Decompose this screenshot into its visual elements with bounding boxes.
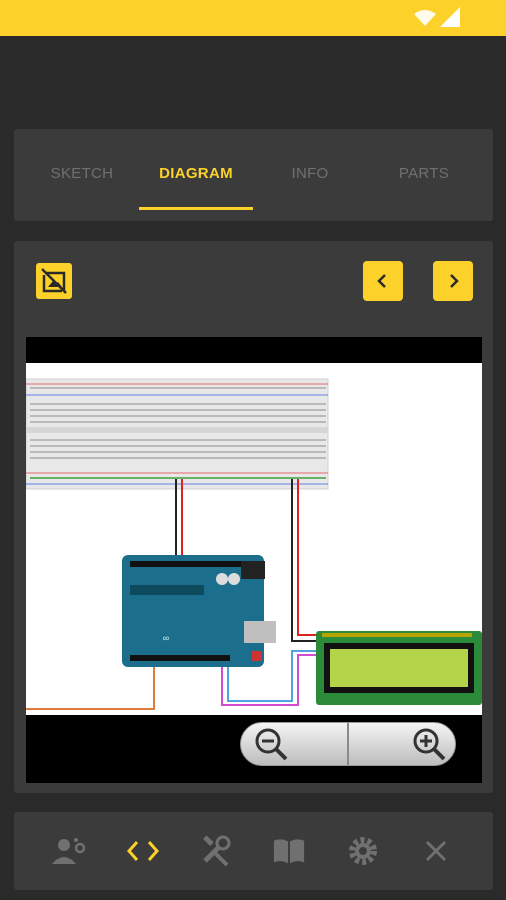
chevron-left-icon	[377, 274, 386, 288]
zoom-out-button[interactable]	[253, 726, 289, 762]
active-tab-indicator	[139, 207, 253, 210]
circuit-diagram-image: ∞	[26, 363, 482, 715]
tab-parts[interactable]: PARTS	[398, 165, 450, 182]
hide-image-button[interactable]	[36, 263, 72, 299]
wifi-icon	[414, 10, 436, 26]
svg-text:∞: ∞	[163, 633, 169, 643]
bottom-navigation	[14, 812, 493, 890]
nav-close-button[interactable]	[419, 834, 453, 868]
tab-sketch[interactable]: SKETCH	[50, 165, 114, 182]
zoom-in-button[interactable]	[411, 726, 447, 762]
chevron-right-icon	[450, 274, 459, 288]
book-icon	[273, 839, 305, 864]
nav-settings-button[interactable]	[346, 834, 380, 868]
zoom-out-icon	[255, 728, 288, 761]
next-button[interactable]	[433, 261, 473, 301]
nav-book-button[interactable]	[272, 834, 306, 868]
status-bar	[0, 0, 506, 36]
user-settings-icon	[52, 838, 86, 864]
previous-button[interactable]	[363, 261, 403, 301]
wires	[26, 479, 318, 710]
image-off-icon	[36, 263, 72, 299]
nav-code-button[interactable]	[126, 834, 160, 868]
code-icon	[126, 841, 160, 861]
nav-tools-button[interactable]	[200, 834, 234, 868]
diagram-viewer[interactable]: ∞	[26, 337, 482, 783]
zoom-control	[240, 722, 456, 766]
zoom-in-icon	[413, 728, 446, 761]
tab-diagram[interactable]: DIAGRAM	[159, 165, 233, 182]
close-icon	[425, 840, 447, 862]
tab-bar: SKETCH DIAGRAM INFO PARTS	[14, 129, 493, 221]
nav-user-settings-button[interactable]	[52, 834, 86, 868]
zoom-divider	[347, 723, 349, 765]
breadboard-image	[26, 378, 329, 490]
arduino-board-image: ∞	[122, 555, 276, 667]
gear-icon	[349, 837, 377, 865]
tab-info[interactable]: INFO	[291, 165, 329, 182]
lcd-display-image	[316, 631, 482, 705]
diagram-panel: ∞	[14, 241, 493, 793]
signal-icon	[440, 7, 460, 27]
tools-icon	[203, 835, 231, 867]
